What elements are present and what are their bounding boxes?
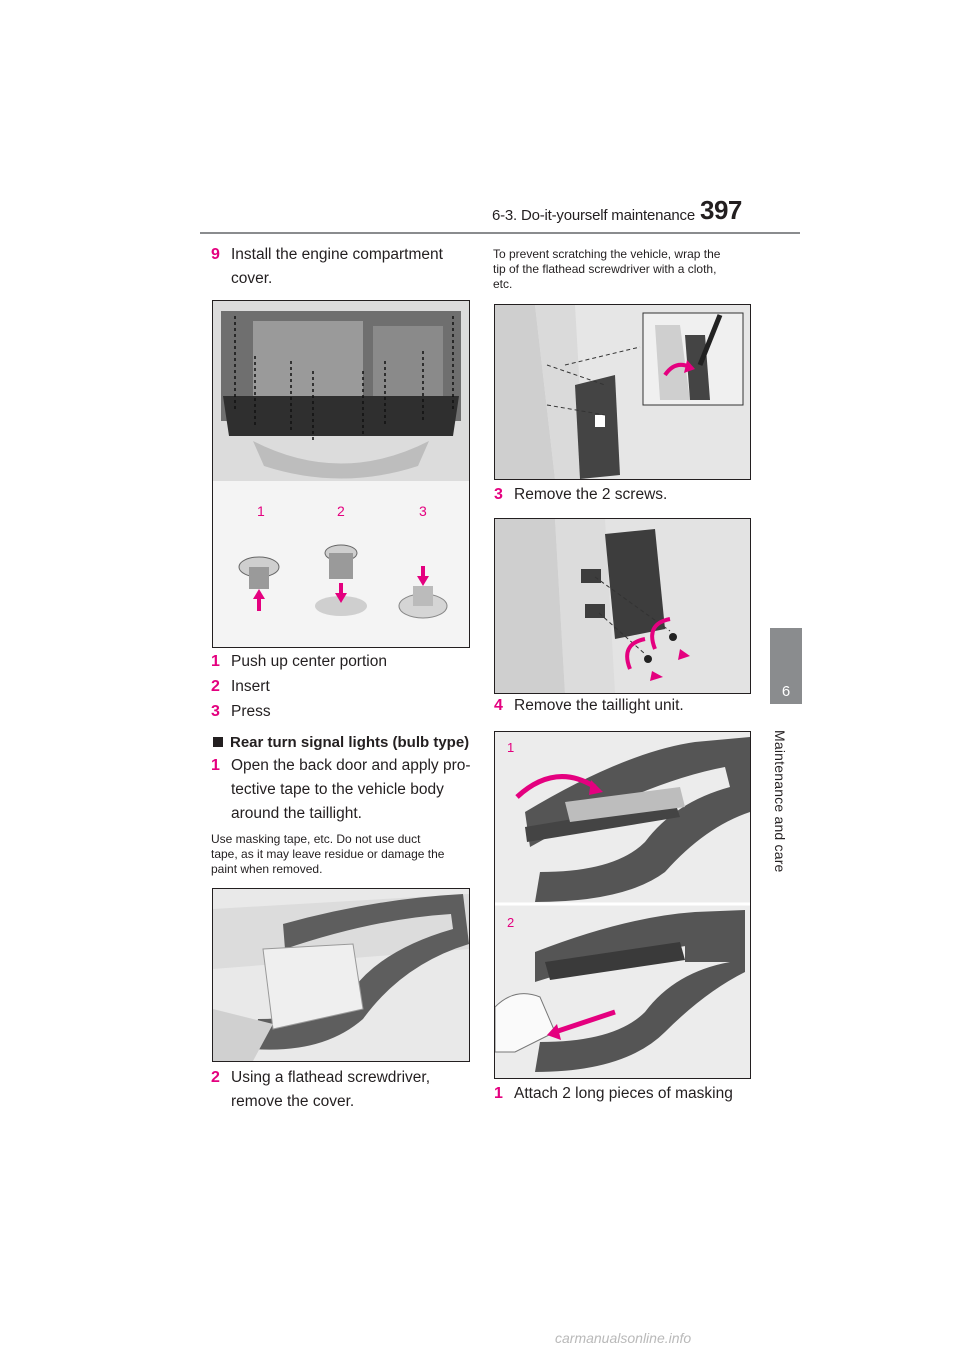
step-text-line1: Open the back door and apply pro- [231, 757, 471, 774]
note-line2: tip of the flathead screwdriver with a c… [493, 262, 717, 276]
figure-label-1: 1 [257, 503, 265, 519]
step-text: Remove the 2 screws. [514, 486, 668, 503]
step-text: Remove the taillight unit. [514, 697, 684, 714]
legend-text: Press [231, 703, 271, 720]
step-1: 1 Open the back door and apply pro- tect… [211, 754, 473, 826]
figure-label-2: 2 [337, 503, 345, 519]
legend-text: Insert [231, 678, 270, 695]
step-text-line3: around the taillight. [231, 805, 362, 822]
chapter-number: 6 [781, 683, 791, 700]
chapter-title: Maintenance and care [772, 730, 788, 873]
figure-label-3: 3 [419, 503, 427, 519]
step-number: 4 [494, 697, 503, 714]
chapter-title-vertical: Maintenance and care [772, 730, 798, 910]
note-line1: To prevent scratching the vehicle, wrap … [493, 247, 721, 261]
step-text: Attach 2 long pieces of masking [514, 1085, 733, 1102]
step-number: 1 [211, 757, 220, 774]
step-number: 9 [211, 246, 220, 263]
legend-number: 3 [211, 703, 220, 720]
section-heading-text: Rear turn signal lights (bulb type) [230, 734, 470, 751]
step-9: 9 Install the engine compartment cover. [211, 243, 471, 293]
note-masking-tape: Use masking tape, etc. Do not use duct t… [211, 832, 473, 877]
step-number: 2 [211, 1069, 220, 1086]
legend-number: 1 [211, 653, 220, 670]
engine-cover-figure: 1 2 3 [212, 300, 470, 648]
footer-watermark: carmanualsonline.info [555, 1330, 692, 1346]
section-heading: Rear turn signal lights (bulb type) [213, 734, 473, 754]
note-line3: etc. [493, 277, 513, 291]
screws-figure [494, 518, 751, 694]
step-text-line2: remove the cover. [231, 1093, 355, 1110]
step-text-line2: tective tape to the vehicle body [231, 781, 444, 798]
step-number: 1 [494, 1085, 503, 1102]
section-title: 6-3. Do-it-yourself maintenance [491, 207, 695, 224]
note-line2: tape, as it may leave residue or damage … [211, 847, 445, 861]
step-text-line1: Using a flathead screwdriver, [231, 1069, 431, 1086]
figure-label-1: 1 [507, 740, 514, 755]
taillight-tape-figure [212, 888, 470, 1062]
taillight-removal-figure: 1 2 [494, 731, 751, 1079]
step-2: 2 Using a flathead screwdriver, remove t… [211, 1066, 473, 1116]
step-text-line2: cover. [231, 270, 273, 287]
step-text-line1: Install the engine compartment [231, 246, 443, 263]
legend-text: Push up center portion [231, 653, 387, 670]
note-line3: paint when removed. [211, 862, 323, 876]
header-divider [200, 232, 800, 234]
page-number: 397 [700, 195, 742, 225]
screwdriver-figure [494, 304, 751, 480]
note-scratching: To prevent scratching the vehicle, wrap … [493, 247, 755, 292]
legend-number: 2 [211, 678, 220, 695]
note-line1: Use masking tape, etc. Do not use duct [211, 832, 421, 846]
figure-label-2: 2 [507, 915, 514, 930]
chapter-tab [770, 628, 802, 704]
step-number: 3 [494, 486, 503, 503]
bullet-square-icon [213, 737, 223, 747]
